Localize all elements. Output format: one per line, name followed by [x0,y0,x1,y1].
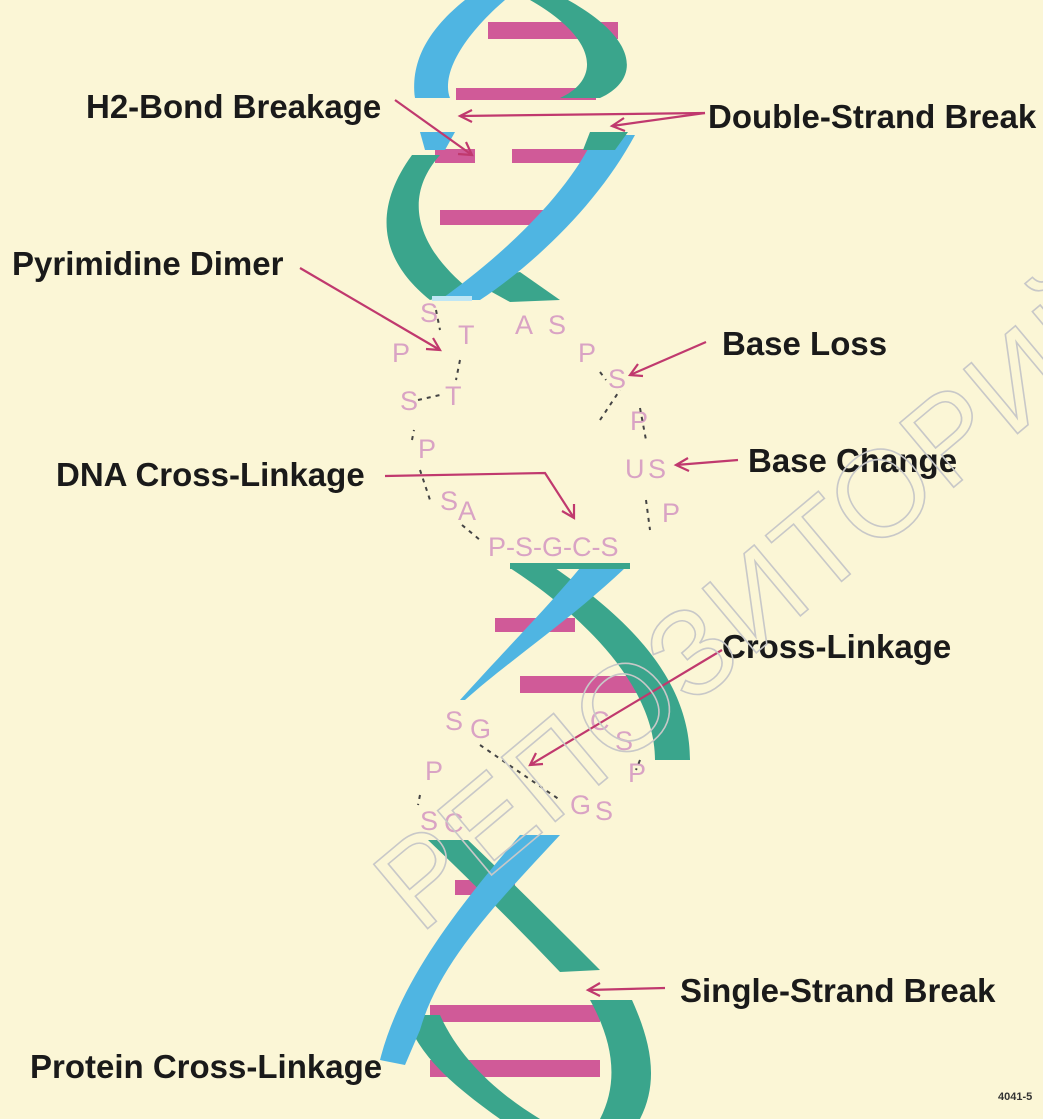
nucleotide-s: S [648,454,666,484]
nucleotide-p: P [392,338,410,368]
label-protein-cross-linkage: Protein Cross-Linkage [30,1048,382,1085]
figure-code: 4041-5 [998,1091,1032,1103]
nucleotide-s: S [445,706,463,736]
nucleotide-row: P-S-G-C-S [488,532,619,562]
arrowhead [562,504,574,518]
label-base-loss: Base Loss [722,325,887,362]
label-dna-cross-linkage: DNA Cross-Linkage [56,456,365,493]
nucleotide-p: P [662,498,680,528]
base-pair [512,149,592,163]
nucleotide-s: S [400,386,418,416]
nucleotide-s: S [420,298,438,328]
nucleotide-s: S [440,486,458,516]
green-strand [530,0,627,98]
strand-end [510,563,630,569]
label-single-strand-break: Single-Strand Break [680,972,996,1009]
base-pair [430,1005,600,1022]
label-h2-bond-breakage: H2-Bond Breakage [86,88,381,125]
green-strand [387,155,470,300]
nucleotide-t: T [445,381,462,411]
green-strand [590,1000,651,1119]
label-pyrimidine-dimer: Pyrimidine Dimer [12,245,284,282]
nucleotide-p: P [578,338,596,368]
nucleotide-s: S [608,364,626,394]
nucleotide-u: U [625,454,645,484]
nucleotide-s: S [548,310,566,340]
nucleotide-p: P [630,406,648,436]
nucleotide-t: T [458,320,475,350]
nucleotide-a: A [515,310,533,340]
upper-helix [387,0,660,302]
base-loss-arrow [630,342,706,375]
blue-strand [420,132,455,150]
nucleotide-p: P [418,434,436,464]
nucleotide-a: A [458,496,476,526]
label-double-strand-break: Double-Strand Break [708,98,1037,135]
blue-strand [414,0,505,98]
dna-cross-linkage-arrow [385,473,574,518]
